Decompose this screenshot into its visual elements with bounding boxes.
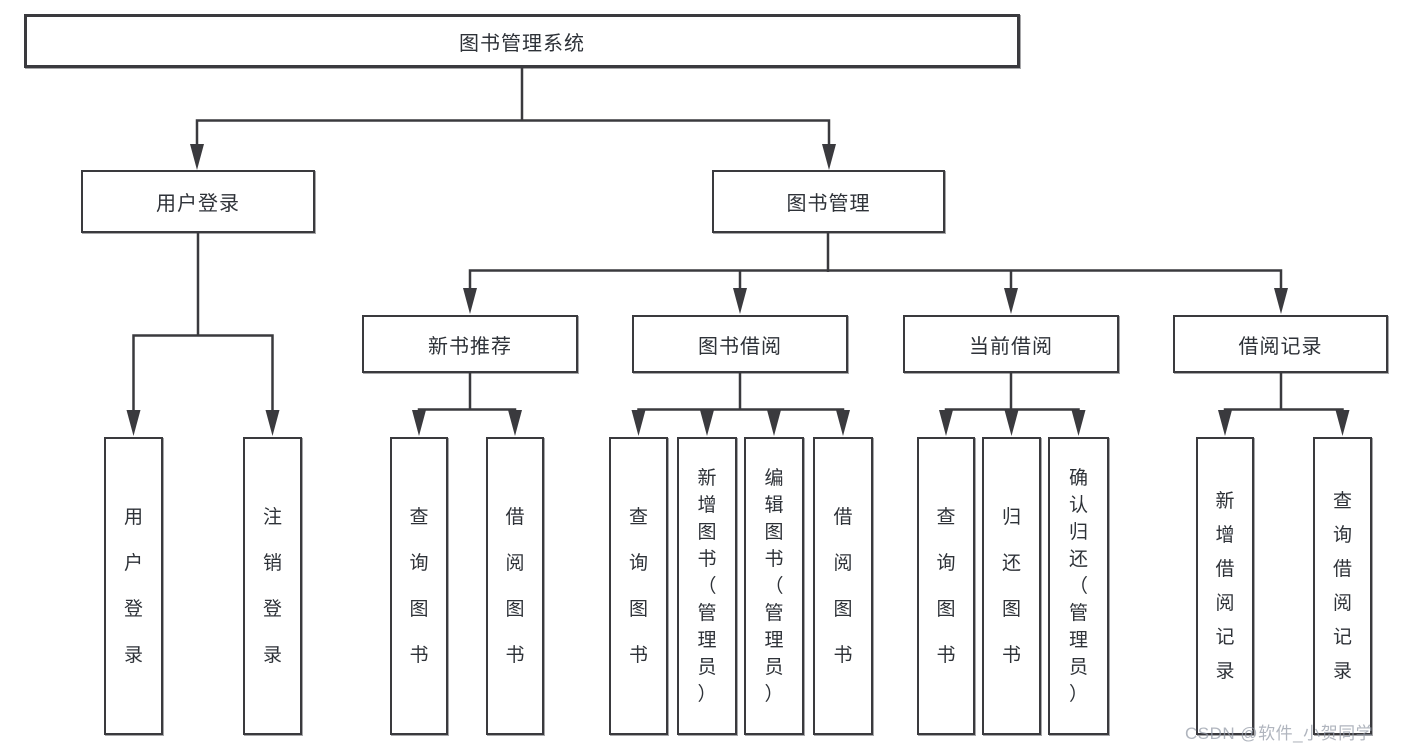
arrowhead <box>939 410 953 436</box>
leaf-confirm-return-admin-label: 确认归还（管理员） <box>1068 467 1088 705</box>
leaf-borrow-books-recommend: 借阅图书 <box>486 437 544 735</box>
node-root: 图书管理系统 <box>24 14 1020 68</box>
arrowhead <box>822 144 836 170</box>
leaf-query-books-current: 查询图书 <box>917 437 975 735</box>
arrowhead <box>412 410 426 436</box>
node-new-book-recommend: 新书推荐 <box>362 315 578 373</box>
connector-level3-bus <box>468 269 1283 292</box>
arrowhead <box>1004 410 1019 436</box>
node-current-borrowing-label: 当前借阅 <box>969 335 1053 358</box>
node-user-login-label: 用户登录 <box>156 193 240 215</box>
leaf-borrow-books-borrowing-label: 借阅图书 <box>833 506 853 666</box>
node-borrow-records: 借阅记录 <box>1173 315 1388 373</box>
arrowhead <box>700 410 714 436</box>
leaf-user-login: 用户登录 <box>104 437 163 735</box>
arrowhead <box>631 410 646 436</box>
leaf-query-books-borrowing-label: 查询图书 <box>628 506 648 666</box>
arrowhead <box>463 288 477 314</box>
leaf-query-books-current-label: 查询图书 <box>936 506 956 666</box>
node-borrow-records-label: 借阅记录 <box>1238 335 1323 358</box>
node-book-management: 图书管理 <box>712 170 945 233</box>
leaf-user-login-label: 用户登录 <box>123 506 143 666</box>
connector-newbook-bus <box>417 408 517 414</box>
connector-records-bus <box>1223 408 1344 414</box>
leaf-add-book-admin-label: 新增图书（管理员） <box>697 467 717 705</box>
leaf-query-borrow-record: 查询借阅记录 <box>1313 437 1372 735</box>
leaf-edit-book-admin-label: 编辑图书（管理员） <box>764 467 784 705</box>
csdn-watermark: CSDN @软件_小贺同学 <box>1185 724 1374 743</box>
leaf-add-borrow-record: 新增借阅记录 <box>1196 437 1254 735</box>
connector-borrowing-bus <box>637 408 845 414</box>
connector-level2-bus <box>195 119 831 148</box>
leaf-query-borrow-record-label: 查询借阅记录 <box>1332 490 1352 682</box>
arrowhead <box>1274 288 1288 314</box>
leaf-confirm-return-admin: 确认归还（管理员） <box>1048 437 1109 735</box>
leaf-borrow-books-recommend-label: 借阅图书 <box>505 506 525 666</box>
connector-userlogin-bus <box>132 334 274 414</box>
leaf-query-books-recommend: 查询图书 <box>390 437 448 735</box>
node-user-login: 用户登录 <box>81 170 315 233</box>
leaf-query-books-recommend-label: 查询图书 <box>409 506 429 666</box>
node-new-book-recommend-label: 新书推荐 <box>428 335 512 358</box>
leaf-edit-book-admin: 编辑图书（管理员） <box>744 437 804 735</box>
arrowhead <box>1071 410 1086 436</box>
node-root-label: 图书管理系统 <box>459 32 585 55</box>
arrowhead <box>1335 410 1350 436</box>
arrowhead <box>1004 288 1018 314</box>
leaf-return-books-label: 归还图书 <box>1001 506 1021 666</box>
node-book-management-label: 图书管理 <box>786 193 871 215</box>
node-current-borrowing: 当前借阅 <box>903 315 1119 373</box>
arrowhead <box>126 410 141 436</box>
arrowhead <box>508 410 522 436</box>
node-book-borrowing: 图书借阅 <box>632 315 848 373</box>
leaf-logout-label: 注销登录 <box>262 506 282 666</box>
arrowhead <box>733 288 747 314</box>
arrowhead <box>1218 410 1232 436</box>
leaf-query-books-borrowing: 查询图书 <box>609 437 668 735</box>
leaf-borrow-books-borrowing: 借阅图书 <box>813 437 873 735</box>
leaf-logout: 注销登录 <box>243 437 302 735</box>
arrowhead <box>190 144 204 170</box>
node-book-borrowing-label: 图书借阅 <box>698 335 782 358</box>
arrowhead <box>767 410 781 436</box>
leaf-return-books: 归还图书 <box>982 437 1041 735</box>
leaf-add-book-admin: 新增图书（管理员） <box>677 437 737 735</box>
arrowhead <box>265 410 280 436</box>
leaf-add-borrow-record-label: 新增借阅记录 <box>1215 490 1235 682</box>
arrowhead <box>836 410 850 436</box>
